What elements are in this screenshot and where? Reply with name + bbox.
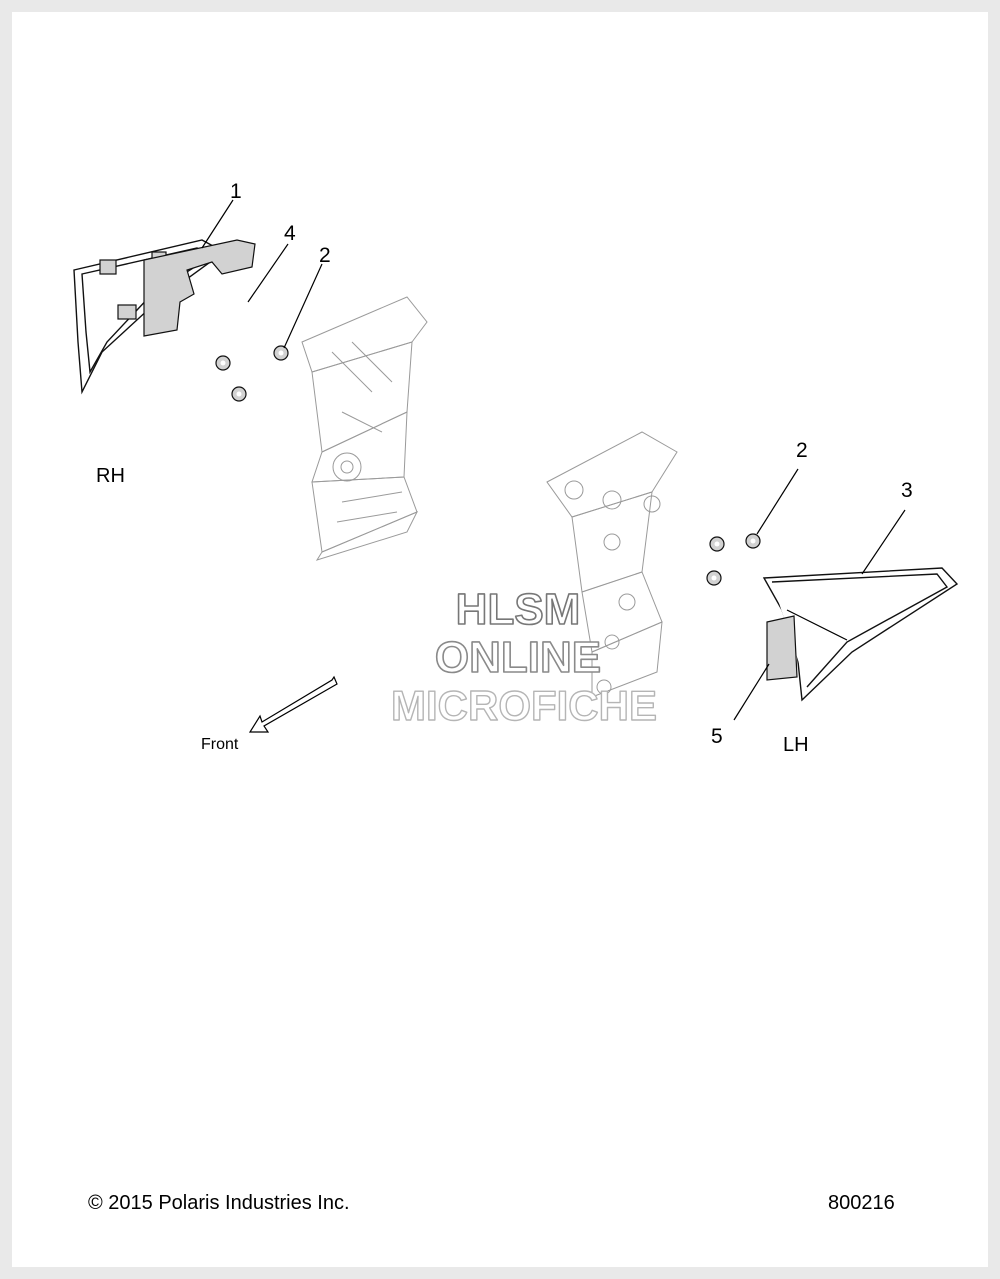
callout-1: 1 xyxy=(230,180,242,203)
lh-nuts xyxy=(706,533,761,586)
drawing-number: 800216 xyxy=(828,1192,895,1214)
front-arrow-icon xyxy=(248,675,338,733)
rh-nuts xyxy=(215,345,289,402)
rh-label: RH xyxy=(96,465,125,487)
callout-4: 4 xyxy=(284,222,296,245)
watermark-line-2: ONLINE xyxy=(435,633,601,682)
parts-diagram: 1 4 2 2 3 5 RH LH Front HLSM ONLINE MICR… xyxy=(73,180,959,756)
callout-5: 5 xyxy=(711,725,723,748)
lh-frame-structure xyxy=(546,431,678,698)
callout-2-rh: 2 xyxy=(319,244,331,267)
watermark-line-3: MICROFICHE xyxy=(391,682,657,729)
watermark-line-1: HLSM xyxy=(456,585,581,634)
part-4-rh-foam-pad xyxy=(143,239,256,337)
part-5-lh-foam-pad xyxy=(766,615,798,681)
diagram-sheet: 1 4 2 2 3 5 RH LH Front HLSM ONLINE MICR… xyxy=(12,12,988,1267)
leader-lines xyxy=(201,199,906,721)
part-3-lh-side-panel xyxy=(762,567,959,702)
watermark: HLSM ONLINE MICROFICHE xyxy=(390,584,657,730)
copyright-notice: © 2015 Polaris Industries Inc. xyxy=(88,1192,350,1214)
rh-frame-structure xyxy=(301,296,428,561)
callout-2-lh: 2 xyxy=(796,439,808,462)
lh-label: LH xyxy=(783,734,809,756)
front-label: Front xyxy=(201,736,239,753)
callout-3: 3 xyxy=(901,479,913,502)
